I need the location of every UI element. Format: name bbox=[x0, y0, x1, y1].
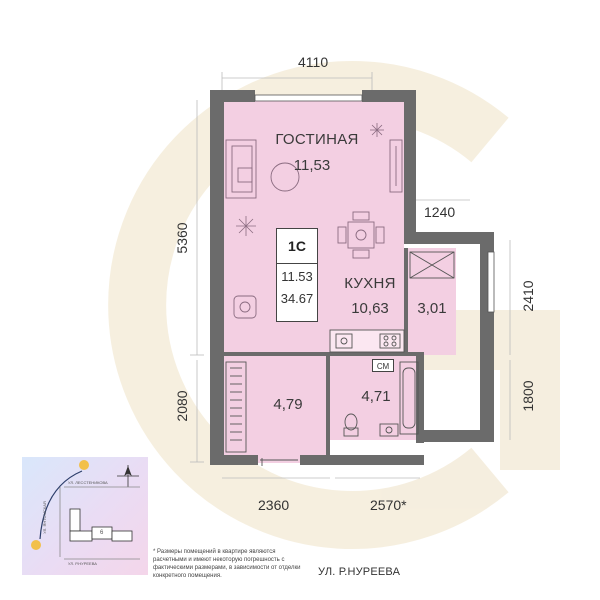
room-name-living: ГОСТИНАЯ bbox=[275, 131, 359, 148]
room-area-kitchen: 10,63 bbox=[351, 300, 389, 317]
apartment-badge: 1С 11.53 34.67 bbox=[276, 228, 318, 322]
minimap-street-top: УЛ. ЛЕССТЕНИКОВА bbox=[68, 480, 108, 485]
room-area-bath: 4,71 bbox=[361, 388, 391, 405]
compass-icon bbox=[117, 465, 139, 487]
dimension-lines bbox=[190, 72, 511, 479]
street-label: УЛ. Р.НУРЕЕВА bbox=[318, 566, 401, 578]
footnote: * Размеры помещений в квартире являются … bbox=[153, 549, 301, 579]
armchair-icon bbox=[233, 295, 257, 319]
total-area-value: 34.67 bbox=[280, 291, 314, 306]
sink-icon bbox=[379, 423, 399, 437]
plant-icon-small bbox=[370, 123, 384, 137]
dining-table-icon bbox=[337, 211, 385, 259]
walls bbox=[210, 90, 494, 465]
dimension-right-lower: 1800 bbox=[520, 380, 536, 412]
wardrobe bbox=[225, 361, 247, 453]
dimension-top: 4110 bbox=[298, 54, 329, 70]
minimap-section-number: 6 bbox=[100, 530, 104, 536]
kitchen-counter bbox=[329, 329, 405, 353]
dimension-left-lower: 2080 bbox=[174, 390, 190, 422]
living-area-value: 11.53 bbox=[281, 269, 313, 284]
bathtub-icon bbox=[399, 361, 419, 435]
sun-icon bbox=[79, 460, 89, 470]
tv-stand-icon bbox=[389, 139, 403, 193]
minimap-street-left: УЛ. ЯНТОМСКАЯ bbox=[41, 501, 47, 534]
sun-icon-low bbox=[31, 540, 41, 550]
room-area-hall: 4,79 bbox=[273, 396, 303, 413]
sofa-icon bbox=[225, 139, 257, 199]
dimension-right-step: 1240 bbox=[424, 204, 456, 220]
dimension-left-upper: 5360 bbox=[174, 222, 190, 254]
building-outline bbox=[69, 508, 133, 542]
room-area-balcony: 3,01 bbox=[417, 300, 447, 317]
rug-icon bbox=[270, 162, 300, 192]
dimension-bottom-right: 2570* bbox=[370, 497, 407, 513]
location-minimap: УЛ. ЛЕССТЕНИКОВА УЛ. ЯНТОМСКАЯ УЛ. Р.НУР… bbox=[22, 457, 148, 575]
apartment-type: 1С bbox=[277, 229, 317, 264]
toilet-icon bbox=[343, 413, 359, 437]
washing-machine-label: СМ bbox=[372, 359, 394, 372]
entry-door-icon bbox=[260, 458, 298, 466]
room-area-living: 11,53 bbox=[293, 157, 331, 174]
dimension-bottom-left: 2360 bbox=[258, 497, 290, 513]
minimap-street-bottom: УЛ. Р.НУРЕЕВА bbox=[68, 561, 97, 566]
balcony-unit bbox=[409, 251, 455, 279]
room-name-kitchen: КУХНЯ bbox=[344, 275, 396, 292]
dimension-right-upper: 2410 bbox=[520, 280, 536, 312]
windows bbox=[254, 94, 495, 313]
plant-icon bbox=[236, 216, 256, 236]
minimap-drawing bbox=[31, 460, 140, 560]
